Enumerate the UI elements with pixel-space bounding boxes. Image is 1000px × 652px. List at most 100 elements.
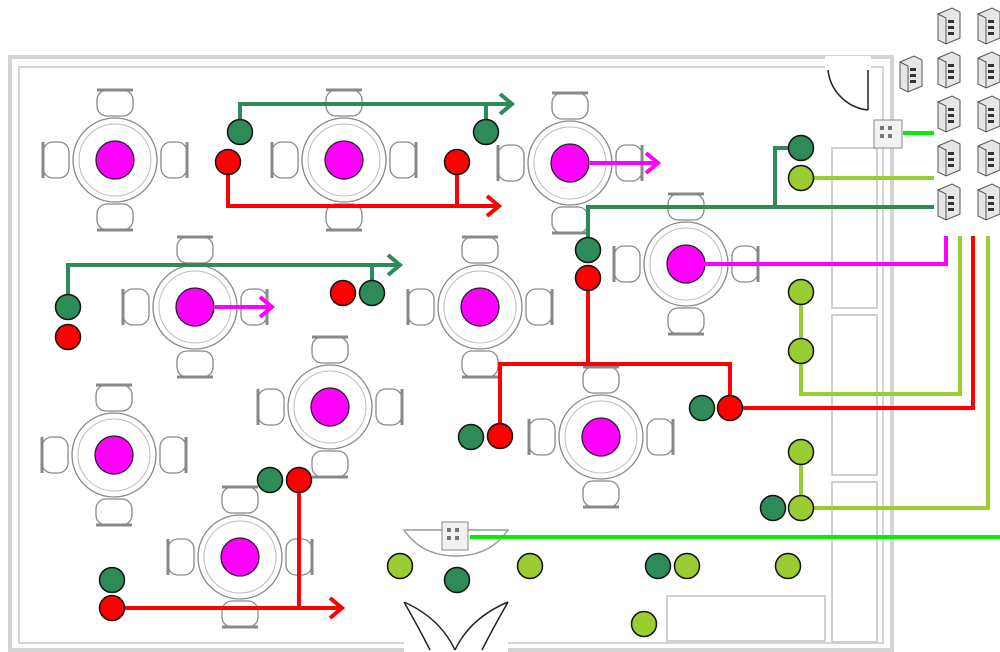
chair-right (525, 288, 553, 326)
table-center (94, 435, 134, 475)
node-dark-green (98, 566, 126, 594)
entrance-gap (404, 636, 508, 652)
chair-left (528, 418, 556, 456)
table-center (581, 417, 621, 457)
chair-left (167, 538, 195, 576)
table-inner-ring (77, 418, 151, 492)
table-inner-ring (78, 123, 152, 197)
table-center (324, 140, 364, 180)
chair-bottom (176, 350, 214, 378)
table-center (666, 244, 706, 284)
chair-bottom (667, 307, 705, 335)
node-red (716, 394, 744, 422)
server-icon (937, 51, 961, 89)
server-icon (899, 55, 923, 93)
bottom-counter (666, 595, 826, 642)
link-dark-green-right (586, 205, 934, 250)
node-red (486, 422, 514, 450)
chair-bottom (95, 498, 133, 526)
server-icon (937, 95, 961, 133)
chair-left (271, 141, 299, 179)
door-gap-top (825, 56, 871, 70)
server-icon (977, 139, 1000, 177)
connection-lines (66, 92, 1000, 620)
server-icon (937, 139, 961, 177)
node-dark-green (457, 423, 485, 451)
link-red-top (226, 162, 497, 208)
chair-right (646, 418, 674, 456)
server-icon (977, 7, 1000, 45)
arrow-red-top (485, 194, 503, 218)
chair-left (41, 436, 69, 474)
arrow-dark-green-mid (386, 253, 404, 277)
node-red (285, 466, 313, 494)
table-7 (40, 383, 188, 527)
network-devices (441, 7, 1000, 551)
table-inner-ring (203, 520, 277, 594)
table-5 (406, 235, 554, 379)
table-4 (121, 235, 269, 379)
server-icon (977, 183, 1000, 221)
chair-left (122, 288, 150, 326)
node-dark-green (226, 118, 254, 146)
table-inner-ring (443, 270, 517, 344)
node-dark-green (574, 236, 602, 264)
server-icon (977, 95, 1000, 133)
node-red (574, 264, 602, 292)
table-center (550, 143, 590, 183)
node-dark-green (688, 394, 716, 422)
chair-top (95, 384, 133, 412)
node-light-green (787, 278, 815, 306)
node-light-green (386, 552, 414, 580)
arrow-dark-green-top (498, 92, 516, 116)
node-light-green (673, 552, 701, 580)
table-center (220, 537, 260, 577)
node-dark-green (787, 134, 815, 162)
table-1 (41, 88, 189, 232)
chair-left (497, 144, 525, 182)
counter-1 (831, 147, 878, 309)
chair-bottom (461, 350, 499, 378)
link-red-center (586, 278, 732, 408)
link-magenta-3 (700, 236, 948, 266)
switch-top-right (873, 119, 903, 149)
node-dark-green (54, 293, 82, 321)
arrow-magenta-1 (644, 151, 662, 175)
link-dark-green-top (238, 102, 510, 131)
chair-bottom (96, 203, 134, 231)
table-10 (166, 485, 314, 629)
nodes-group (54, 118, 815, 638)
table-9 (527, 365, 675, 509)
chair-left (407, 288, 435, 326)
node-red (54, 323, 82, 351)
node-dark-green (472, 118, 500, 146)
chair-top (551, 92, 589, 120)
node-light-green (787, 494, 815, 522)
table-inner-ring (564, 400, 638, 474)
chair-right (375, 388, 403, 426)
node-dark-green (644, 552, 672, 580)
node-light-green (787, 438, 815, 466)
tables-group (40, 88, 760, 629)
node-light-green (516, 552, 544, 580)
table-center (460, 287, 500, 327)
chair-left (257, 388, 285, 426)
chair-top (311, 336, 349, 364)
server-icon (977, 51, 1000, 89)
chair-left (613, 245, 641, 283)
chair-left (42, 141, 70, 179)
chair-right (160, 141, 188, 179)
chair-bottom (582, 480, 620, 508)
counter-3 (831, 481, 878, 643)
node-red (329, 279, 357, 307)
table-inner-ring (293, 370, 367, 444)
chair-top (96, 89, 134, 117)
chair-top (221, 486, 259, 514)
node-red (214, 148, 242, 176)
table-center (95, 140, 135, 180)
link-red-center-2 (498, 362, 588, 436)
link-light-green-2 (799, 236, 962, 396)
node-red (98, 594, 126, 622)
link-red-right (730, 236, 975, 410)
node-dark-green (443, 566, 471, 594)
